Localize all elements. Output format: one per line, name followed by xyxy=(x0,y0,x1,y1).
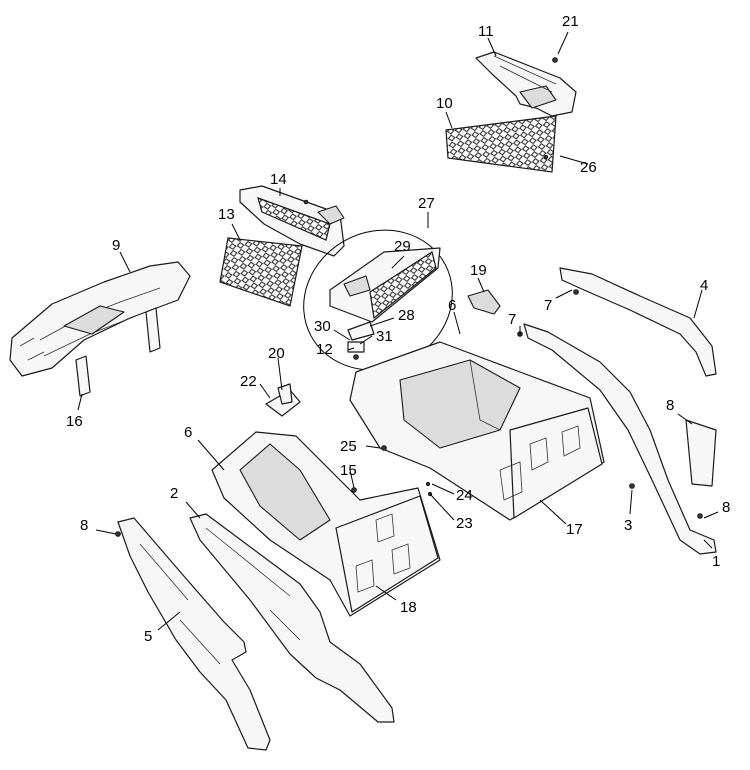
callout-6-rear: 6 xyxy=(448,297,456,314)
callout-5: 5 xyxy=(144,628,152,645)
leader-lines xyxy=(77,31,719,631)
callout-25: 25 xyxy=(340,438,357,455)
part-19-bracket xyxy=(467,289,501,315)
callout-labels: 1 2 3 4 5 6 6 7 7 8 8 8 9 10 11 12 13 14… xyxy=(66,13,730,645)
callout-13: 13 xyxy=(218,206,235,223)
callout-23: 23 xyxy=(456,515,473,532)
part-10-mesh-screen xyxy=(445,115,557,173)
callout-2: 2 xyxy=(170,485,178,502)
callout-1: 1 xyxy=(712,553,720,570)
group-27-fasteners xyxy=(347,321,375,360)
part-1-rail xyxy=(523,323,717,555)
callout-28: 28 xyxy=(398,307,415,324)
part-5-panel xyxy=(117,517,271,751)
callout-7-right: 7 xyxy=(508,311,516,328)
callout-17: 17 xyxy=(566,521,583,538)
part-22-bracket xyxy=(265,383,301,417)
callout-29: 29 xyxy=(394,238,411,255)
callout-8-upper-right: 8 xyxy=(666,397,674,414)
callout-19: 19 xyxy=(470,262,487,279)
callout-18: 18 xyxy=(400,599,417,616)
callout-26: 26 xyxy=(580,159,597,176)
callout-12: 12 xyxy=(316,341,333,358)
callout-16: 16 xyxy=(66,413,83,430)
part-11-intake-duct xyxy=(475,51,577,117)
part-14-duct xyxy=(239,185,345,257)
callout-31: 31 xyxy=(376,328,393,345)
part-9-frame xyxy=(9,261,191,397)
callout-27: 27 xyxy=(418,195,435,212)
part-4-rail xyxy=(559,267,717,377)
callout-14: 14 xyxy=(270,171,287,188)
callout-15: 15 xyxy=(340,462,357,479)
part-2-panel xyxy=(189,513,395,723)
callout-6-front: 6 xyxy=(184,424,192,441)
callout-8-left: 8 xyxy=(80,517,88,534)
callout-22: 22 xyxy=(240,373,257,390)
callout-11: 11 xyxy=(478,23,494,40)
callout-24: 24 xyxy=(456,487,473,504)
callout-21: 21 xyxy=(562,13,579,30)
part-29-panel xyxy=(329,247,441,323)
callout-4: 4 xyxy=(700,277,708,294)
callout-20: 20 xyxy=(268,345,285,362)
callout-10: 10 xyxy=(436,95,453,112)
part-13-mesh-screen xyxy=(219,237,303,307)
callout-30: 30 xyxy=(314,318,331,335)
callout-8-lower-right: 8 xyxy=(722,499,730,516)
callout-9: 9 xyxy=(112,237,120,254)
callout-3: 3 xyxy=(624,517,632,534)
callout-7-left: 7 xyxy=(544,297,552,314)
part-17-rear-tub xyxy=(349,341,605,521)
part-18-front-tub xyxy=(211,431,441,617)
part-8-bracket xyxy=(685,419,717,487)
